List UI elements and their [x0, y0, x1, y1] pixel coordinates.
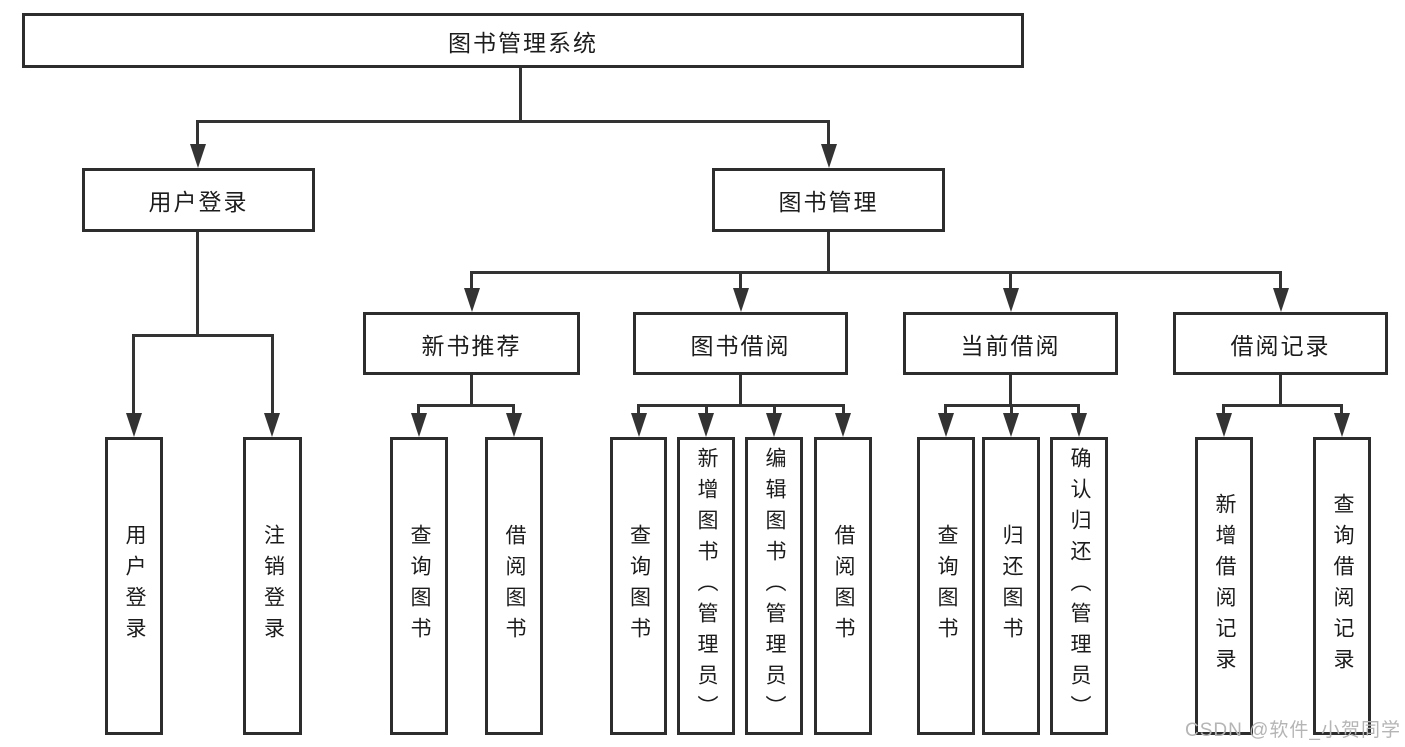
leaf-add-borrow-record: 新增借阅记录 [1195, 437, 1253, 735]
leaf-query-books-borrowing: 查询图书 [610, 437, 667, 735]
arrow-down-icon [766, 413, 782, 437]
connector-vline [132, 334, 135, 416]
node-user-login: 用户登录 [82, 168, 315, 232]
connector-vline [739, 375, 742, 406]
node-book-management: 图书管理 [712, 168, 945, 232]
arrow-down-icon [698, 413, 714, 437]
arrow-down-icon [464, 288, 480, 312]
connector-vline [196, 120, 199, 148]
connector-vline [1010, 404, 1013, 416]
leaf-user-login: 用户登录 [105, 437, 163, 735]
leaf-borrow-books-borrowing: 借阅图书 [814, 437, 872, 735]
connector-hline [470, 271, 1281, 274]
node-root: 图书管理系统 [22, 13, 1024, 68]
connector-vline [842, 404, 845, 416]
csdn-watermark: CSDN @软件_小贺同学 [1185, 720, 1401, 741]
connector-vline [827, 120, 830, 148]
node-current-borrowing: 当前借阅 [903, 312, 1118, 375]
connector-vline [470, 375, 473, 406]
connector-hline [132, 334, 274, 337]
arrow-down-icon [1003, 413, 1019, 437]
connector-vline [739, 271, 742, 291]
arrow-down-icon [1216, 413, 1232, 437]
connector-hline [417, 404, 515, 407]
connector-vline [705, 404, 708, 416]
arrow-down-icon [411, 413, 427, 437]
node-new-book-recommend: 新书推荐 [363, 312, 580, 375]
arrow-down-icon [938, 413, 954, 437]
connector-vline [196, 232, 199, 336]
connector-vline [519, 68, 522, 120]
connector-hline [1222, 404, 1343, 407]
connector-vline [1009, 271, 1012, 291]
arrow-down-icon [264, 413, 280, 437]
node-book-borrowing: 图书借阅 [633, 312, 848, 375]
arrow-down-icon [1003, 288, 1019, 312]
arrow-down-icon [506, 413, 522, 437]
arrow-down-icon [821, 144, 837, 168]
connector-vline [271, 334, 274, 416]
connector-vline [1009, 375, 1012, 406]
leaf-query-borrow-record: 查询借阅记录 [1313, 437, 1371, 735]
arrow-down-icon [1273, 288, 1289, 312]
connector-vline [1222, 404, 1225, 416]
leaf-confirm-return-admin: 确认归还（管理员） [1050, 437, 1108, 735]
arrow-down-icon [733, 288, 749, 312]
connector-hline [196, 120, 830, 123]
arrow-down-icon [1071, 413, 1087, 437]
connector-vline [827, 232, 830, 274]
leaf-logout-login: 注销登录 [243, 437, 302, 735]
connector-vline [512, 404, 515, 416]
connector-vline [944, 404, 947, 416]
arrow-down-icon [631, 413, 647, 437]
leaf-query-books-current: 查询图书 [917, 437, 975, 735]
connector-vline [1340, 404, 1343, 416]
leaf-return-books: 归还图书 [982, 437, 1040, 735]
connector-vline [417, 404, 420, 416]
connector-vline [1279, 375, 1282, 406]
arrow-down-icon [126, 413, 142, 437]
leaf-query-books-recommend: 查询图书 [390, 437, 448, 735]
connector-vline [1279, 271, 1282, 291]
connector-vline [637, 404, 640, 416]
leaf-edit-book-admin: 编辑图书（管理员） [745, 437, 803, 735]
connector-vline [1077, 404, 1080, 416]
arrow-down-icon [1334, 413, 1350, 437]
leaf-borrow-books-recommend: 借阅图书 [485, 437, 543, 735]
leaf-add-book-admin: 新增图书（管理员） [677, 437, 735, 735]
arrow-down-icon [190, 144, 206, 168]
connector-vline [773, 404, 776, 416]
node-borrowing-records: 借阅记录 [1173, 312, 1388, 375]
connector-vline [470, 271, 473, 291]
arrow-down-icon [835, 413, 851, 437]
connector-hline [637, 404, 845, 407]
